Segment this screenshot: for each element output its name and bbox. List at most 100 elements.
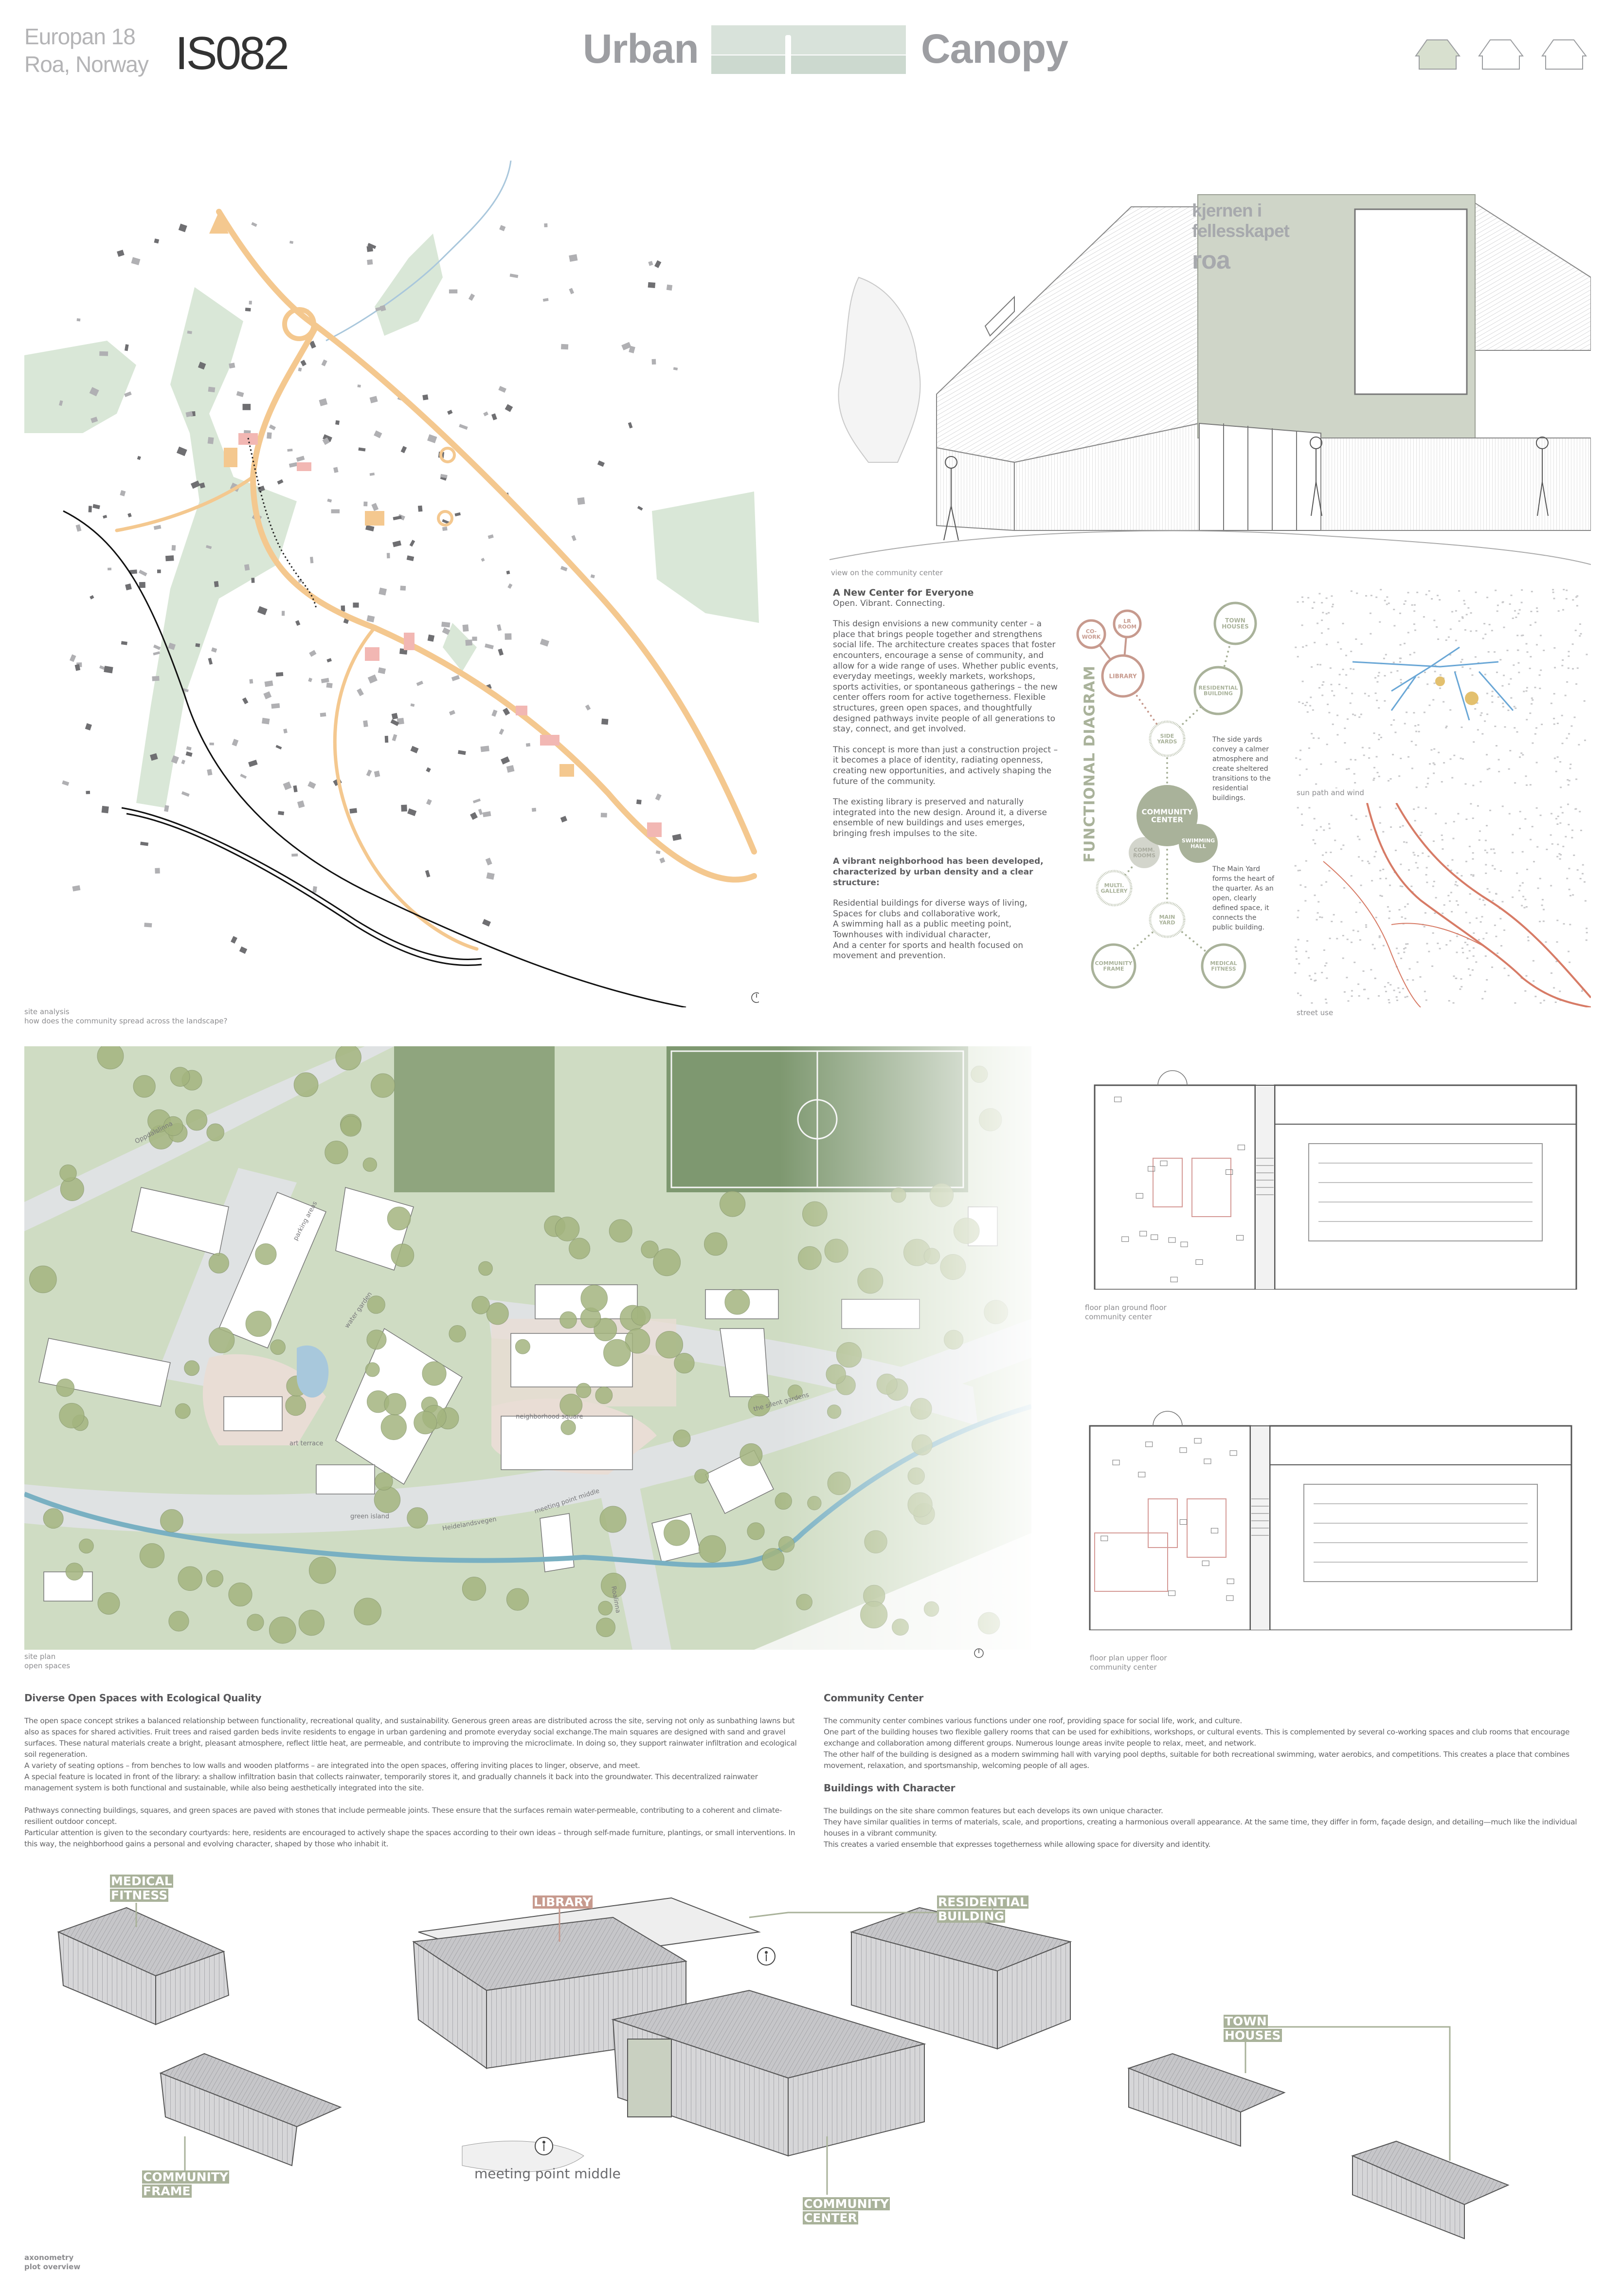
building-dot	[1433, 764, 1436, 765]
building-dot	[1518, 609, 1521, 611]
building-dot	[1432, 699, 1435, 701]
building-dot	[1554, 1001, 1557, 1003]
building-dot	[1432, 840, 1435, 842]
building-dot	[1456, 900, 1458, 902]
building-dot	[1540, 669, 1542, 671]
building-dot	[1458, 620, 1461, 622]
building-dot	[1417, 676, 1420, 678]
building-dot	[1390, 672, 1392, 674]
building-dot	[1321, 916, 1323, 918]
building-dot	[1395, 996, 1398, 998]
building-dot	[1486, 825, 1488, 827]
house-icon-active[interactable]	[1415, 39, 1461, 70]
building-dot	[1417, 724, 1420, 726]
building-dot	[1299, 884, 1302, 886]
building-dot	[1469, 974, 1471, 976]
building-dot	[1316, 664, 1319, 666]
building-dot	[1556, 856, 1559, 857]
house-icon[interactable]	[1541, 39, 1587, 70]
building-dot	[1399, 826, 1402, 828]
building-footprint	[178, 223, 187, 233]
building-footprint	[358, 447, 366, 452]
building-dot	[1484, 839, 1487, 841]
building-dot	[1315, 783, 1317, 785]
building-dot	[1403, 948, 1405, 950]
building-dot	[1484, 849, 1486, 851]
building-dot	[1488, 623, 1491, 625]
diagram-node-comm-rooms: COMM.ROOMS	[1129, 837, 1160, 868]
building-dot	[1299, 759, 1301, 761]
structure-heading: A vibrant neighborhood has been develope…	[833, 856, 1044, 888]
building-dot	[1378, 738, 1380, 740]
building-footprint	[244, 564, 250, 571]
building-dot	[1521, 882, 1524, 884]
building-dot	[1525, 975, 1528, 977]
label-line: COMMUNITY	[803, 2197, 890, 2211]
building-dot	[1553, 723, 1555, 725]
building-dot	[1396, 670, 1399, 672]
structure-list: Residential buildings for diverse ways o…	[833, 898, 1062, 962]
sun-map-caption: sun path and wind	[1297, 788, 1364, 797]
building-dot	[1342, 669, 1344, 671]
building-dot	[1580, 829, 1582, 831]
building-dot	[1543, 1000, 1545, 1002]
building-dot	[1390, 826, 1392, 828]
building-dot	[1479, 898, 1481, 900]
house-icon[interactable]	[1478, 39, 1524, 70]
building-dot	[1474, 708, 1477, 710]
building-dot	[1585, 939, 1587, 941]
building-footprint	[498, 385, 506, 393]
building-dot	[1494, 852, 1496, 854]
building-footprint	[321, 359, 327, 366]
building-dot	[1338, 674, 1341, 675]
building-dot	[1477, 729, 1479, 731]
building-dot	[1574, 629, 1577, 631]
building-dot	[1551, 843, 1553, 845]
building-dot	[1425, 874, 1427, 876]
building-dot	[1569, 894, 1571, 896]
building-dot	[1390, 724, 1392, 726]
node-label: YARDS	[1157, 739, 1177, 745]
building-dot	[1352, 713, 1354, 715]
building-dot	[1361, 747, 1364, 748]
building-dot	[1491, 630, 1493, 632]
building-footprint	[309, 650, 317, 657]
building-dot	[1536, 607, 1538, 609]
furniture	[1179, 1447, 1187, 1453]
building-dot	[1362, 970, 1365, 972]
building-footprint	[86, 790, 90, 794]
building-dot	[1526, 869, 1529, 871]
building-dot	[1514, 782, 1516, 784]
label-line: TOWN	[1224, 2014, 1268, 2028]
building-footprint	[425, 870, 431, 878]
building-dot	[1504, 726, 1506, 728]
building-dot	[1503, 929, 1506, 931]
building-dot	[1566, 589, 1568, 591]
building-dot	[1298, 701, 1300, 703]
diagram-node-library: LIBRARY	[1101, 654, 1145, 698]
building-dot	[1512, 852, 1514, 854]
open-spaces-section: Diverse Open Spaces with Ecological Qual…	[24, 1693, 803, 1850]
building-dot	[1297, 870, 1299, 872]
building-dot	[1345, 655, 1347, 656]
building-dot	[1320, 884, 1323, 886]
title-right: Canopy	[921, 26, 1068, 72]
building-footprint	[257, 606, 268, 615]
building-dot	[1379, 822, 1381, 824]
caption-title: site plan	[24, 1652, 56, 1661]
building-dot	[1433, 772, 1435, 774]
section-heading: Buildings with Character	[824, 1782, 956, 1794]
building-dot	[1421, 832, 1423, 834]
building-dot	[1396, 1000, 1398, 1002]
building-dot	[1449, 628, 1452, 630]
building-dot	[1486, 597, 1489, 599]
building-dot	[1484, 955, 1487, 957]
building-dot	[1415, 744, 1417, 746]
building-dot	[1461, 947, 1464, 949]
meeting-point-plaza	[462, 2141, 584, 2172]
building-dot	[1438, 751, 1440, 753]
building-dot	[1297, 910, 1299, 911]
building-dot	[1378, 707, 1380, 709]
